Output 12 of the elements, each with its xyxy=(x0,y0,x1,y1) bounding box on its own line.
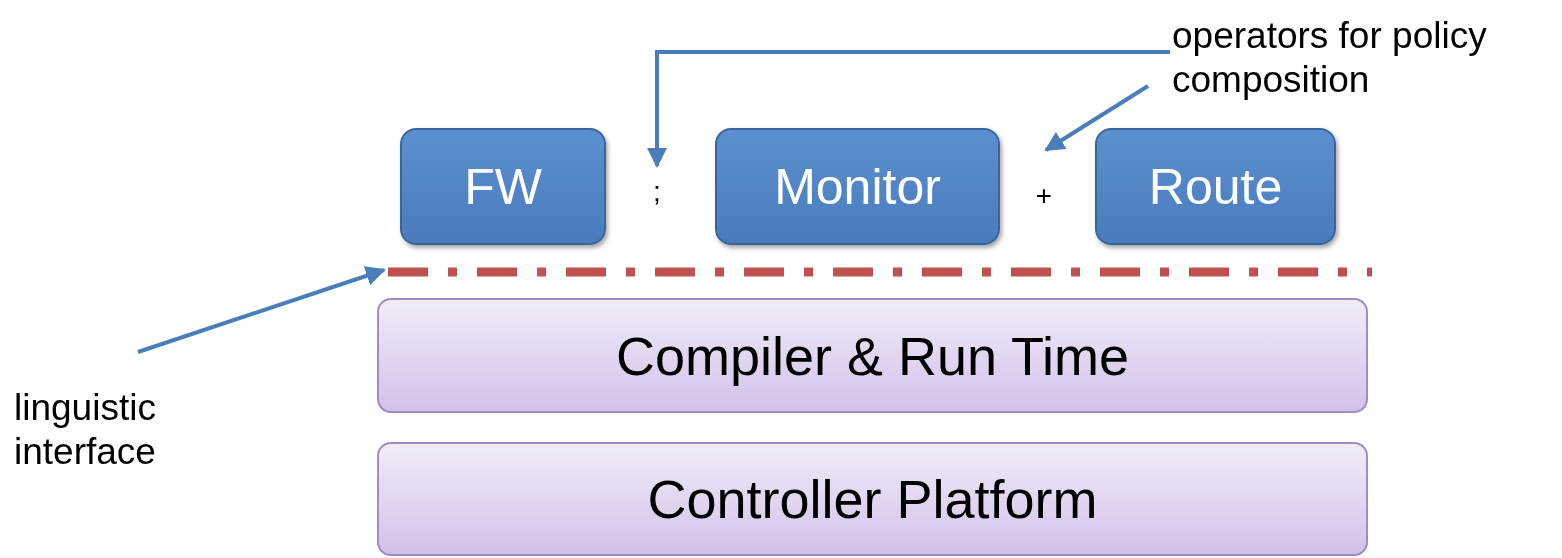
layer-box: Compiler & Run Time xyxy=(377,298,1368,413)
operator-symbol: ; xyxy=(645,172,669,212)
annotation-text: linguistic interface xyxy=(14,380,214,480)
layer-box: Controller Platform xyxy=(377,442,1368,556)
arrow xyxy=(137,266,386,354)
annotation-text: operators for policy composition xyxy=(1172,8,1557,108)
process-box: FW xyxy=(400,128,606,245)
process-box: Monitor xyxy=(715,128,1000,245)
operator-symbol: + xyxy=(1030,177,1058,215)
process-box: Route xyxy=(1095,128,1336,245)
arrow xyxy=(647,50,1170,168)
arrow xyxy=(1044,84,1150,152)
